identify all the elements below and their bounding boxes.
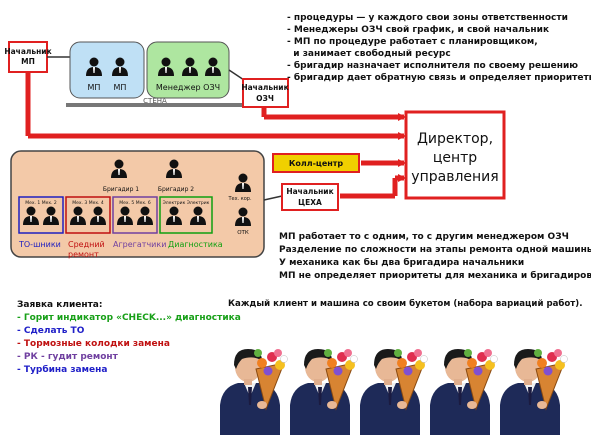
group-to-heads: Мех. 1 Мех. 2	[25, 200, 57, 206]
arrows	[25, 72, 406, 199]
group-to-label: ТО-шники	[18, 240, 61, 249]
request-item-5: - Турбина замена	[17, 364, 107, 375]
group-aggregates-heads: Мех. 5 Мех. 6	[119, 200, 151, 206]
nach-mp-line1: Начальник	[4, 47, 51, 56]
request-item-4: - РК - гудит ремонт	[17, 352, 119, 362]
note-top-1: - процедуры — у каждого свои зоны ответс…	[287, 13, 568, 23]
nach-ozch-line1: Начальник	[241, 83, 288, 92]
group-diagnostics: Электрик Электрик Диагностика	[159, 196, 223, 249]
group-diagnostics-label: Диагностика	[168, 240, 223, 249]
director-line1: Директор,	[417, 131, 493, 147]
note-top-3: - МП по процедуре работает с планировщик…	[287, 36, 538, 47]
note-mid-1: МП работает то с одним, то с другим мене…	[279, 231, 569, 242]
group-diagnostics-heads: Электрик Электрик	[163, 200, 210, 206]
note-top-5: - бригадир назначает исполнителя по свое…	[287, 60, 578, 71]
workshop: Бригадир 1 Бригадир 2 Тех. кор. ОТК Мех.…	[10, 150, 265, 259]
nach-ceha-line2: ЦЕХА	[298, 198, 322, 207]
box-nach-ceha: Начальник ЦЕХА	[263, 183, 339, 211]
box-call-center: Колл-центр	[272, 153, 360, 173]
box-nach-mp: Начальник МП	[4, 41, 52, 73]
note-mid-4: МП не определяет приоритеты для механика…	[279, 270, 591, 281]
client-request: Заявка клиента: - Горит индикатор «CHECK…	[17, 300, 241, 375]
brig1-label: Бригадир 1	[103, 186, 139, 193]
request-item-3: - Тормозные колодки замена	[17, 339, 170, 349]
office-mp: МП МП	[69, 41, 145, 99]
mp1-label: МП	[88, 83, 101, 92]
clients-caption: Каждый клиент и машина со своим букетом …	[228, 298, 582, 309]
brig2-label: Бригадир 2	[158, 186, 194, 193]
call-center-label: Колл-центр	[289, 159, 344, 168]
clients-row	[219, 348, 568, 436]
note-top-4: и занимает свободный ресурс	[287, 48, 451, 59]
nach-mp-line2: МП	[21, 57, 35, 66]
note-mid-3: У механика как бы два бригадира начальни…	[279, 257, 524, 268]
client-with-bouquet-icon-4	[429, 348, 498, 436]
note-top-6: - бригадир дает обратную связь и определ…	[287, 72, 591, 83]
box-director: Директор, центр управления	[404, 110, 506, 200]
otk-label: ОТК	[237, 230, 249, 236]
office-ozch: Менеджер ОЗЧ	[146, 41, 230, 99]
client-with-bouquet-icon-5	[499, 348, 568, 436]
wall	[66, 103, 244, 107]
managers-label: Менеджер ОЗЧ	[156, 83, 220, 92]
group-aggregates-label: Агрегатчики	[113, 240, 166, 249]
director-line2: центр	[433, 150, 477, 166]
client-with-bouquet-icon-2	[289, 348, 358, 436]
teh-label: Тех. кор.	[227, 196, 252, 202]
note-mid-2: Разделение по сложности на этапы ремонта…	[279, 245, 591, 255]
notes-mid: МП работает то с одним, то с другим мене…	[279, 231, 591, 281]
group-to: Мех. 1 Мех. 2 ТО-шники	[18, 196, 64, 249]
nach-ceha-line1: Начальник	[286, 187, 333, 196]
mp2-label: МП	[114, 83, 127, 92]
wall-label: СТЕНА	[143, 97, 167, 105]
box-nach-ozch: Начальник ОЗЧ	[228, 69, 289, 108]
note-top-2: - Менеджеры ОЗЧ свой график, и свой нача…	[287, 25, 549, 35]
request-title: Заявка клиента:	[17, 300, 102, 310]
client-with-bouquet-icon-1	[219, 348, 288, 436]
request-item-1: - Горит индикатор «CHECK...» диагностика	[17, 313, 241, 323]
notes-top: - процедуры — у каждого свои зоны ответс…	[287, 13, 591, 83]
client-with-bouquet-icon-3	[359, 348, 428, 436]
request-item-2: - Сделать ТО	[17, 326, 85, 336]
director-line3: управления	[411, 169, 498, 185]
nach-ozch-line2: ОЗЧ	[256, 94, 274, 103]
group-repair-heads: Мех. 3 Мех. 4	[72, 200, 104, 206]
group-aggregates: Мех. 5 Мех. 6 Агрегатчики	[112, 196, 166, 249]
